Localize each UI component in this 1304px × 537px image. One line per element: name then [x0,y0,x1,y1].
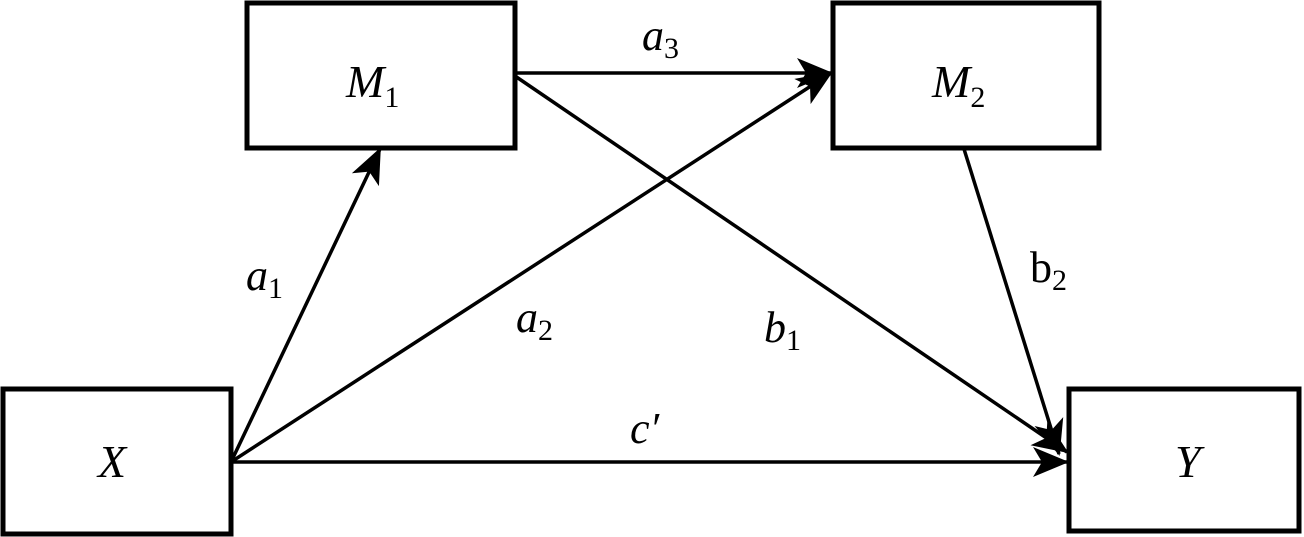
node-y-box [1066,386,1302,534]
edge-b2-m2-to-y [962,148,1064,456]
edge-b1-m1-to-y [514,74,1069,454]
edge-label-a2: a2 [516,293,553,347]
edge-label-b2: b2 [1030,243,1067,297]
node-m1-label: M1 [345,56,399,114]
edge-label-a3: a3 [642,11,679,65]
edge-label-b1: b1 [764,303,801,357]
edge-label-c-prime: c′ [630,404,661,453]
node-m2-box [830,0,1102,151]
node-m2: M2 [830,0,1102,151]
node-m1-box [244,0,518,151]
node-m1: M1 [244,0,518,151]
node-y-label: Y [1175,436,1205,487]
node-m2-label: M2 [931,56,985,114]
edge-a1-x-to-m1 [229,147,382,463]
edge-label-a1: a1 [246,251,283,305]
edge-a2-x-to-m2 [230,71,833,464]
node-x-label: X [96,436,128,487]
node-x: X [0,386,234,537]
node-x-box [0,386,234,537]
node-y: Y [1066,386,1302,534]
